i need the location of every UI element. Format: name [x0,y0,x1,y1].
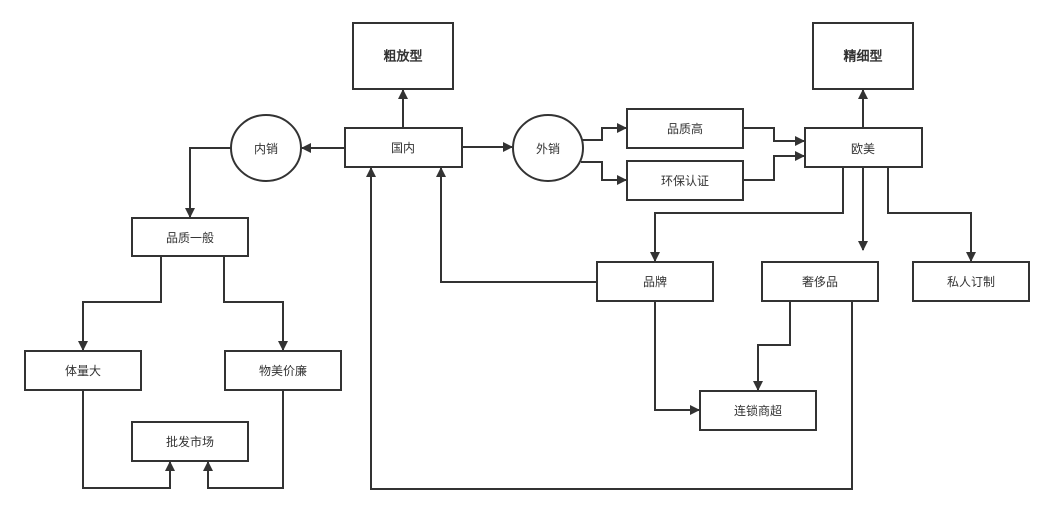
node-label: 精细型 [843,49,882,65]
edge-pinpai-guonei [436,167,597,283]
node-tiliangda[interactable]: 体量大 [24,350,142,391]
edge-neixiao-pinzhiyiban [185,147,231,218]
node-huanbao[interactable]: 环保认证 [626,160,744,201]
node-guonei[interactable]: 国内 [344,127,463,168]
node-label: 粗放型 [383,49,422,65]
edge-waixiao-pinzhigao [582,123,627,141]
node-label: 体量大 [65,364,101,378]
edge-shechi-guonei [366,167,853,490]
edges [78,89,976,490]
edge-pinpai-liansuo [654,301,700,415]
edge-waixiao-huanbao [581,161,627,185]
node-wumei[interactable]: 物美价廉 [224,350,342,391]
node-pifa[interactable]: 批发市场 [131,421,249,462]
edge-tiliangda-pifa [82,390,175,489]
edge-pinzhiyiban-wumei [223,256,288,351]
node-label: 品牌 [643,275,667,289]
edge-huanbao-oumei [743,151,805,181]
node-label: 环保认证 [661,174,709,188]
node-label: 品质一般 [166,230,214,245]
node-label: 批发市场 [166,434,214,449]
node-pinpai[interactable]: 品牌 [596,261,714,302]
edge-shechi-liansuo [753,301,791,391]
edge-pinzhiyiban-tiliangda [78,256,162,351]
node-pinzhiyiban[interactable]: 品质一般 [131,217,249,257]
node-label: 国内 [391,141,415,155]
node-label: 奢侈品 [802,275,838,289]
node-label: 内销 [254,142,278,156]
node-label: 外销 [536,142,560,156]
edge-wumei-pifa [203,390,284,489]
node-jingxi[interactable]: 精细型 [812,22,914,90]
node-label: 品质高 [667,121,703,136]
edge-pinzhigao-oumei [743,127,805,146]
node-label: 私人订制 [947,275,995,289]
edge-oumei-siren [887,167,976,262]
node-oumei[interactable]: 欧美 [804,127,923,168]
node-label: 物美价廉 [259,363,307,378]
node-pinzhigao[interactable]: 品质高 [626,108,744,149]
node-waixiao[interactable]: 外销 [512,114,584,182]
node-liansuo[interactable]: 连锁商超 [699,390,817,431]
node-label: 连锁商超 [734,403,782,418]
node-label: 欧美 [851,142,875,156]
node-shechi[interactable]: 奢侈品 [761,261,879,302]
node-siren[interactable]: 私人订制 [912,261,1030,302]
edge-oumei-pinpai [650,165,844,262]
node-cufang[interactable]: 粗放型 [352,22,454,90]
node-neixiao[interactable]: 内销 [230,114,302,182]
